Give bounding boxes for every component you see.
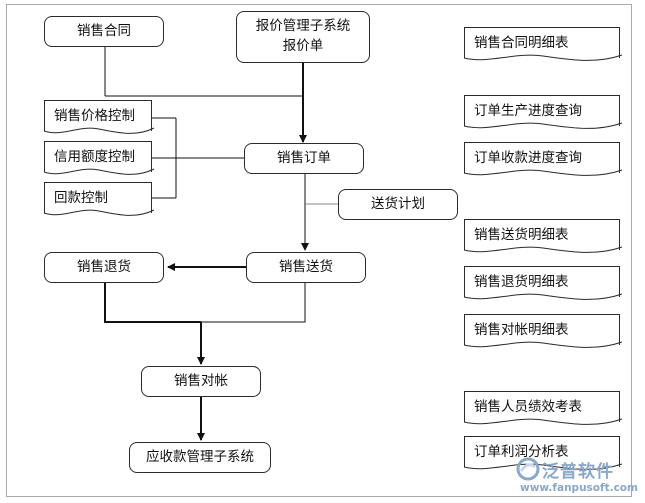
node-sales-reconcile-label: 销售对帐: [174, 372, 228, 389]
node-sales-order: 销售订单: [244, 143, 364, 174]
node-price-control: 销售价格控制: [43, 100, 155, 134]
report-item: 订单生产进度查询: [463, 95, 623, 129]
report-item: 销售合同明细表: [463, 27, 623, 61]
node-payment-control-label: 回款控制: [54, 189, 108, 206]
fanpu-logo-icon: [516, 457, 540, 481]
report-label: 销售人员绩效考表: [474, 398, 582, 415]
report-label: 销售退货明细表: [474, 273, 569, 290]
report-label: 订单收款进度查询: [474, 149, 582, 166]
report-item: 销售对帐明细表: [463, 314, 623, 348]
report-label: 销售对帐明细表: [474, 321, 569, 338]
node-sales-contract: 销售合同: [44, 16, 164, 47]
node-receivables-system: 应收款管理子系统: [129, 442, 271, 473]
node-receivables-system-label: 应收款管理子系统: [146, 448, 254, 465]
node-payment-control: 回款控制: [43, 182, 155, 216]
node-delivery-plan: 送货计划: [338, 189, 458, 220]
node-sales-delivery-label: 销售送货: [279, 258, 333, 275]
node-sales-reconcile: 销售对帐: [141, 366, 261, 397]
node-quote-system-title: 报价管理子系统: [255, 18, 351, 35]
node-sales-return-label: 销售退货: [77, 258, 131, 275]
node-quote-system: 报价管理子系统 报价单: [236, 11, 370, 63]
report-item: 订单利润分析表: [463, 436, 623, 470]
node-sales-order-label: 销售订单: [277, 149, 331, 166]
report-label: 销售送货明细表: [474, 226, 569, 243]
node-price-control-label: 销售价格控制: [54, 107, 135, 124]
diagram-frame: [6, 4, 632, 497]
report-item: 销售送货明细表: [463, 219, 623, 253]
watermark-url: www.fanpusoft.com: [520, 482, 638, 494]
watermark-logo: 泛普软件 www.fanpusoft.com: [516, 451, 640, 501]
connector-delivery-to-reconcile: [201, 283, 306, 323]
node-sales-delivery: 销售送货: [246, 252, 366, 283]
node-credit-control: 信用额度控制: [43, 141, 155, 175]
report-label: 销售合同明细表: [474, 34, 569, 51]
node-sales-contract-label: 销售合同: [77, 22, 131, 39]
report-label: 订单利润分析表: [474, 443, 569, 460]
report-item: 销售退货明细表: [463, 266, 623, 300]
connector-return-to-reconcile: [104, 283, 201, 323]
node-sales-return: 销售退货: [44, 252, 164, 283]
node-delivery-plan-label: 送货计划: [371, 195, 425, 212]
node-credit-control-label: 信用额度控制: [54, 148, 135, 165]
report-label: 订单生产进度查询: [474, 102, 582, 119]
report-item: 销售人员绩效考表: [463, 391, 623, 425]
report-item: 订单收款进度查询: [463, 142, 623, 176]
watermark-name: 泛普软件: [542, 462, 614, 482]
node-quote-system-subtitle: 报价单: [282, 38, 324, 54]
